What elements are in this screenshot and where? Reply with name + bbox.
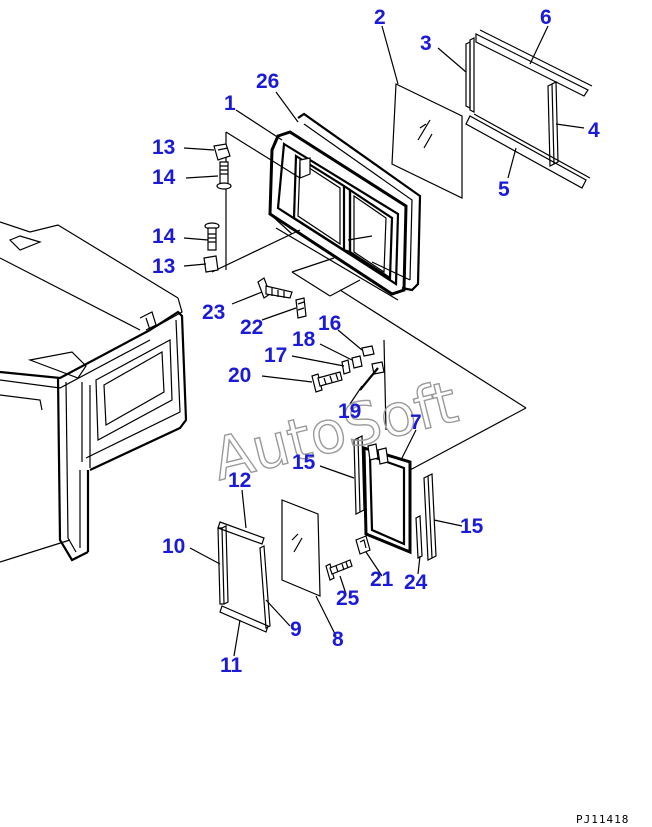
cab-body-outline xyxy=(0,221,188,563)
part-label-17: 17 xyxy=(264,344,287,367)
part-label-12: 12 xyxy=(228,469,251,492)
part-label-22: 22 xyxy=(240,316,263,339)
part-label-24: 24 xyxy=(404,571,428,594)
fasteners-mid xyxy=(257,277,307,319)
part-label-26: 26 xyxy=(256,70,279,93)
part-label-14-lower: 14 xyxy=(152,225,176,248)
part-label-14-upper: 14 xyxy=(152,166,176,189)
part-label-10: 10 xyxy=(162,535,185,558)
part-label-3: 3 xyxy=(420,32,432,55)
part-label-20: 20 xyxy=(228,364,251,387)
door-seal-strips xyxy=(217,521,271,633)
part-label-23: 23 xyxy=(202,301,225,324)
door-window-frame xyxy=(325,435,437,581)
part-label-18: 18 xyxy=(292,328,316,351)
label-leader-lines xyxy=(183,25,585,657)
part-label-19: 19 xyxy=(338,400,361,423)
latch-hardware xyxy=(311,345,385,393)
part-labels: 2 6 3 26 1 4 13 14 5 14 13 23 22 16 18 1… xyxy=(152,6,600,677)
window-glass-top xyxy=(391,83,463,199)
part-label-13-upper: 13 xyxy=(152,136,175,159)
part-label-8: 8 xyxy=(332,628,344,651)
part-label-7: 7 xyxy=(410,411,422,434)
part-label-15-left: 15 xyxy=(292,451,316,474)
assembly-guide-lines xyxy=(211,131,527,471)
part-label-9: 9 xyxy=(290,618,302,641)
part-label-1: 1 xyxy=(224,92,236,115)
top-seal-strips xyxy=(465,29,593,189)
part-label-6: 6 xyxy=(540,6,552,29)
part-label-4: 4 xyxy=(588,119,600,142)
fasteners-upper xyxy=(203,143,232,273)
part-label-13-lower: 13 xyxy=(152,255,175,278)
part-label-2: 2 xyxy=(374,6,386,29)
part-label-5: 5 xyxy=(498,178,510,201)
door-glass xyxy=(281,499,321,597)
part-label-11: 11 xyxy=(220,654,243,677)
reference-code: PJ11418 xyxy=(576,813,629,826)
part-label-21: 21 xyxy=(370,568,394,591)
part-label-25: 25 xyxy=(336,587,360,610)
part-label-16: 16 xyxy=(318,312,341,335)
part-label-15-right: 15 xyxy=(460,515,484,538)
